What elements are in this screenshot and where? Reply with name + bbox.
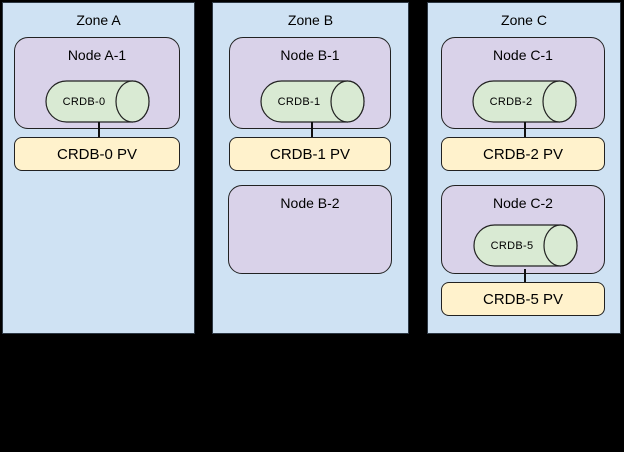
cylinder-icon [472,80,577,123]
cylinder-icon [260,80,365,123]
pv-label: CRDB-0 PV [56,145,138,163]
node-box-c1: Node C-1 CRDB-2 [441,37,605,129]
pv-box: CRDB-0 PV [14,137,180,171]
node-title: Node B-2 [280,195,340,211]
zone-title: Zone C [501,12,547,28]
node-title: Node B-1 [280,47,340,63]
cylinder-icon [45,80,150,123]
cylinder-icon [473,224,578,267]
node-box-a1: Node A-1 CRDB-0 [14,37,180,129]
pv-label: CRDB-2 PV [482,145,564,163]
node-box-b2: Node B-2 [228,185,392,274]
pv-box: CRDB-1 PV [229,137,391,171]
zone-box-a: Zone A Node A-1 CRDB-0 CRDB-0 PV [2,2,195,334]
pv-box: CRDB-2 PV [441,137,605,171]
node-title: Node C-2 [493,195,553,211]
crdb-pod-cylinder: CRDB-5 [473,224,579,267]
crdb-pod-cylinder: CRDB-2 [472,80,578,123]
zone-box-b: Zone B Node B-1 CRDB-1 CRDB-1 PV Node B-… [212,2,409,334]
zone-title: Zone B [287,12,334,28]
pv-label: CRDB-5 PV [482,290,564,308]
node-title: Node C-1 [493,47,553,63]
node-box-b1: Node B-1 CRDB-1 [229,37,391,129]
pod-pv-connector-line [311,122,313,138]
crdb-pod-cylinder: CRDB-1 [260,80,366,123]
pod-pv-connector-line [524,122,526,138]
node-box-c2: Node C-2 CRDB-5 [441,185,605,274]
pv-box: CRDB-5 PV [441,282,605,316]
pod-label: CRDB-1 [277,95,321,108]
pod-label: CRDB-0 [62,95,106,108]
zone-box-c: Zone C Node C-1 CRDB-2 CRDB-2 PV Node C-… [427,2,621,334]
pod-pv-connector-line [98,122,100,138]
pv-label: CRDB-1 PV [269,145,351,163]
node-title: Node A-1 [67,47,127,63]
crdb-pod-cylinder: CRDB-0 [45,80,151,123]
pod-label: CRDB-5 [490,239,534,252]
pod-pv-connector-line [524,269,526,283]
pod-label: CRDB-2 [489,95,533,108]
zone-title: Zone A [76,12,121,28]
